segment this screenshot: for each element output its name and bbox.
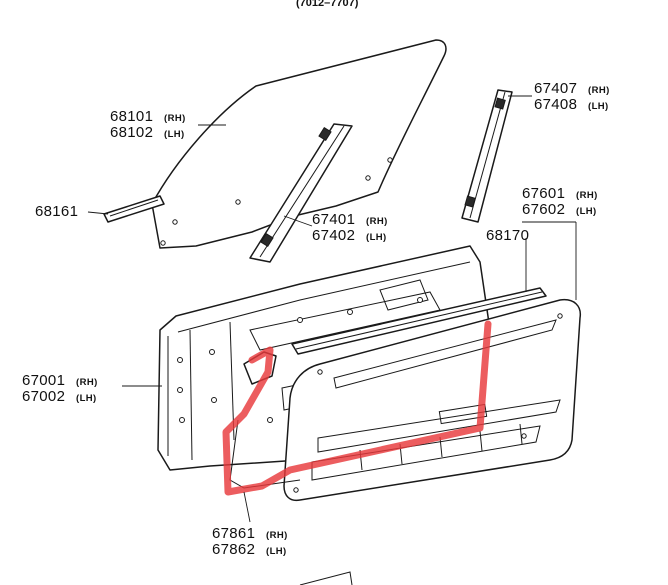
- window-glass: [151, 39, 447, 249]
- trim-panel-rh-number: 67601: [522, 185, 565, 202]
- trim-panel-lh-number: 67602: [522, 201, 565, 218]
- rear-channel-lh-side: (LH): [588, 101, 609, 112]
- seal-rh-number: 67861: [212, 525, 255, 542]
- callout-trim-panel: 67601 (RH) 67602 (LH): [522, 185, 598, 218]
- door-shell-rh-number: 67001: [22, 372, 65, 389]
- seal-highlight: [222, 320, 492, 496]
- front-run-number: 68161: [35, 203, 78, 220]
- rear-channel-rh-side: (RH): [588, 85, 610, 96]
- trim-panel-lh-side: (LH): [576, 206, 597, 217]
- rear-channel-lh-number: 67408: [534, 96, 577, 113]
- front-run-strip: [103, 195, 165, 223]
- callout-front-channel: 67401 (RH) 67402 (LH): [312, 211, 388, 244]
- callout-seal: 67861 (RH) 67862 (LH): [212, 525, 288, 558]
- glass-rh-number: 68101: [110, 108, 153, 125]
- cropped-fragment: [299, 571, 353, 585]
- door-shell-lh-number: 67002: [22, 388, 65, 405]
- seal-rh-side: (RH): [266, 530, 288, 541]
- header-text: (7012–7707): [296, 0, 359, 9]
- front-channel: [249, 123, 353, 263]
- callout-door-shell: 67001 (RH) 67002 (LH): [22, 372, 98, 405]
- callout-weatherstrip: 68170: [486, 227, 529, 244]
- glass-lh-number: 68102: [110, 124, 153, 141]
- seal-lh-number: 67862: [212, 541, 255, 558]
- front-channel-lh-number: 67402: [312, 227, 355, 244]
- leader-lines: [87, 95, 577, 523]
- callout-rear-channel: 67407 (RH) 67408 (LH): [534, 80, 610, 113]
- callout-front-run: 68161: [35, 203, 78, 220]
- door-trim-panel: [283, 298, 582, 502]
- glass-lh-side: (LH): [164, 129, 185, 140]
- callout-glass: 68101 (RH) 68102 (LH): [110, 108, 186, 141]
- front-channel-rh-number: 67401: [312, 211, 355, 228]
- door-shell-lh-side: (LH): [76, 393, 97, 404]
- door-shell-rh-side: (RH): [76, 377, 98, 388]
- belt-weatherstrip: [291, 287, 547, 355]
- front-channel-rh-side: (RH): [366, 216, 388, 227]
- trim-panel-rh-side: (RH): [576, 190, 598, 201]
- rear-channel-rh-number: 67407: [534, 80, 577, 97]
- glass-rh-side: (RH): [164, 113, 186, 124]
- seal-lh-side: (LH): [266, 546, 287, 557]
- front-channel-lh-side: (LH): [366, 232, 387, 243]
- weatherstrip-number: 68170: [486, 227, 529, 244]
- rear-channel: [461, 89, 513, 223]
